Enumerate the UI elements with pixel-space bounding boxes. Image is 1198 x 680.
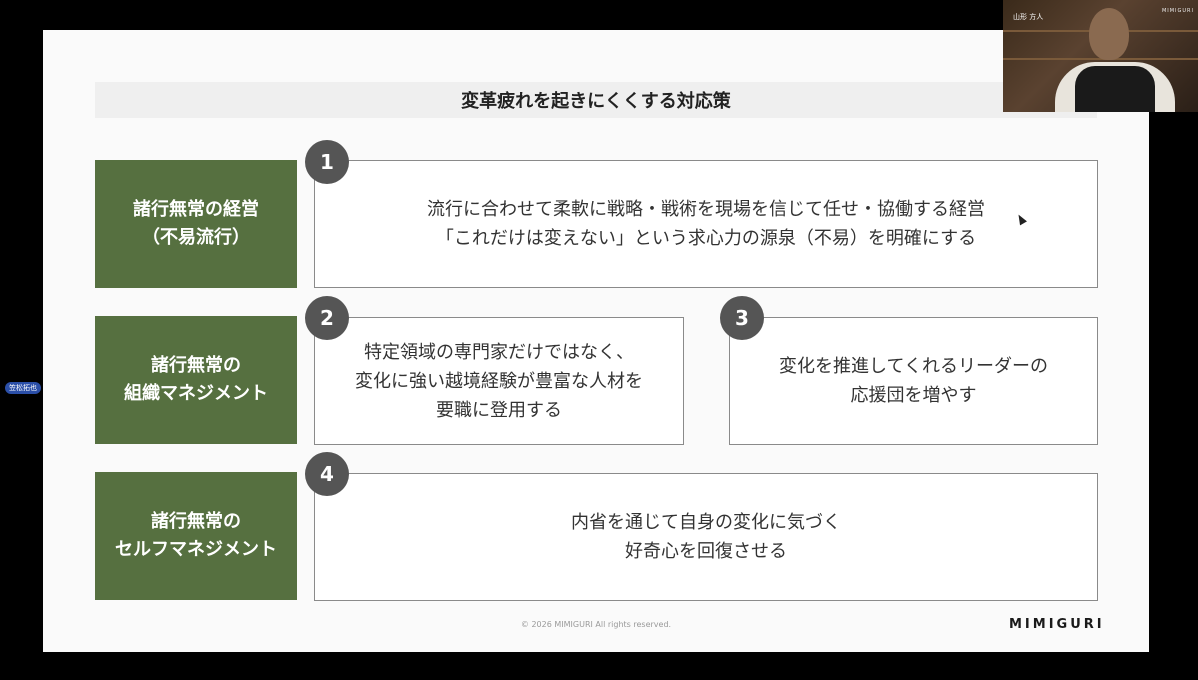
row-label-self: 諸行無常の セルフマネジメント [95, 472, 297, 600]
participant-name-badge[interactable]: 笠松拓也 [5, 382, 41, 394]
video-brand-text: MIMIGURI [1161, 8, 1194, 14]
measure-text-line: 特定領域の専門家だけではなく、 [364, 341, 634, 363]
measure-box-2: 特定領域の専門家だけではなく、 変化に強い越境経験が豊富な人材を 要職に登用する [314, 317, 684, 445]
speaker-vest [1075, 66, 1155, 112]
row-label-management: 諸行無常の経営 （不易流行） [95, 160, 297, 288]
slide-copyright: © 2026 MIMIGURI All rights reserved. [520, 620, 672, 629]
measure-text-line: 内省を通じて自身の変化に気づく [571, 512, 841, 533]
row-label-line: （不易流行） [142, 227, 250, 248]
measure-box-1: 流行に合わせて柔軟に戦略・戦術を現場を信じて任せ・協働する経営 「これだけは変え… [314, 160, 1098, 288]
row-label-line: 諸行無常の [151, 511, 241, 532]
row-label-line: 諸行無常の経営 [133, 199, 259, 220]
background-shelf [1003, 58, 1198, 60]
shared-slide: 変革疲れを起きにくくする対応策 諸行無常の経営 （不易流行） 流行に合わせて柔軟… [43, 30, 1149, 652]
number-badge-3: 3 [720, 296, 764, 340]
measure-text-line: 応援団を増やす [850, 385, 977, 406]
measure-box-3: 変化を推進してくれるリーダーの 応援団を増やす [729, 317, 1098, 445]
row-label-line: 組織マネジメント [124, 383, 268, 404]
company-logo: MIMIGURI [1009, 617, 1105, 632]
measure-text-line: 「これだけは変えない」という求心力の源泉（不易）を明確にする [435, 228, 977, 249]
video-participant-name: 山形 方人 [1013, 13, 1044, 21]
number-badge-2: 2 [305, 296, 349, 340]
row-label-line: 諸行無常の [151, 355, 241, 376]
row-label-line: セルフマネジメント [115, 539, 277, 560]
measure-box-4: 内省を通じて自身の変化に気づく 好奇心を回復させる [314, 473, 1098, 601]
row-label-organization: 諸行無常の 組織マネジメント [95, 316, 297, 444]
speaker-video-tile[interactable]: 山形 方人 MIMIGURI [1003, 0, 1198, 112]
measure-text-line: 流行に合わせて柔軟に戦略・戦術を現場を信じて任せ・協働する経営 [427, 199, 985, 220]
speaker-head [1089, 8, 1129, 60]
number-badge-1: 1 [305, 140, 349, 184]
slide-title: 変革疲れを起きにくくする対応策 [95, 82, 1097, 118]
number-badge-4: 4 [305, 452, 349, 496]
measure-text-line: 要職に登用する [436, 399, 562, 421]
measure-text-line: 変化に強い越境経験が豊富な人材を [355, 370, 643, 392]
measure-text-line: 変化を推進してくれるリーダーの [779, 356, 1048, 377]
measure-text-line: 好奇心を回復させる [625, 541, 787, 562]
